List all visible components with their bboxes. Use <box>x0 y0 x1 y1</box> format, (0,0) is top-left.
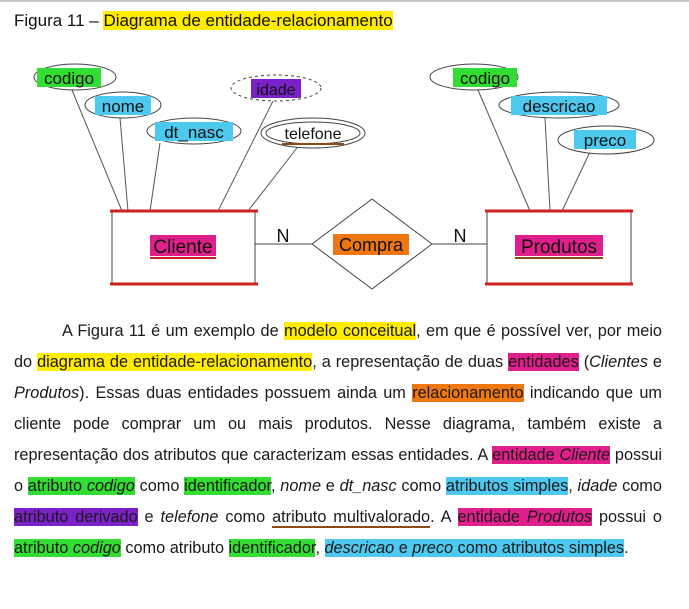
italic-dt-nasc: dt_nasc <box>339 477 397 495</box>
italic-telefone: telefone <box>160 508 219 526</box>
text-run: A Figura 11 é um exemplo de <box>62 322 285 340</box>
text-run: e <box>647 353 662 371</box>
highlight-atributo-codigo-cliente: atributo codigo <box>27 477 135 495</box>
entity-cliente-label: Cliente <box>153 237 212 258</box>
italic-produtos-2: Produtos <box>526 508 593 526</box>
attr-produtos-codigo-label: codigo <box>460 69 510 88</box>
italic-codigo-2: codigo <box>72 539 121 557</box>
italic-codigo: codigo <box>86 477 135 495</box>
text-run: atributo <box>14 539 73 557</box>
attr-cliente-nome: nome <box>84 91 162 119</box>
attr-cliente-nome-label: nome <box>102 97 145 116</box>
text-run: como atributos simples <box>453 539 625 557</box>
italic-idade: idade <box>577 477 618 495</box>
attr-produtos-descricao-label: descricao <box>523 97 596 116</box>
underline-atributo-multivalorado: atributo multivalorado <box>272 508 431 528</box>
italic-descricao: descricao <box>324 539 395 557</box>
attr-cliente-idade: idade <box>230 74 322 102</box>
relationship-compra: Compra <box>311 198 433 290</box>
text-run: como atributo <box>120 539 229 557</box>
text-run: possui o <box>592 508 662 526</box>
highlight-identificador-cliente: identificador <box>184 477 272 495</box>
text-run: . A <box>430 508 458 526</box>
attr-cliente-codigo: codigo <box>33 63 117 91</box>
highlight-entidade-produtos: entidade Produtos <box>457 508 593 526</box>
italic-preco: preco <box>412 539 454 557</box>
body-paragraph: A Figura 11 é um exemplo de modelo conce… <box>14 316 662 564</box>
highlight-diagrama-er: diagrama de entidade-relacionamento <box>37 353 313 371</box>
caption-title: Diagrama de entidade-relacionamento <box>103 11 393 30</box>
top-border-line <box>0 0 689 2</box>
italic-cliente: Cliente <box>559 446 611 464</box>
text-run: . <box>624 539 629 557</box>
text-run: como <box>396 477 446 495</box>
text-run: como <box>218 508 273 526</box>
attr-produtos-codigo: codigo <box>429 63 519 91</box>
text-run: , <box>315 539 325 557</box>
er-diagram: Cliente Produtos Compra N N codigo nome … <box>33 63 655 290</box>
text-run: como <box>134 477 185 495</box>
text-run: , <box>568 477 578 495</box>
text-run: entidade <box>492 446 560 464</box>
attr-cliente-idade-label: idade <box>256 82 295 99</box>
highlight-atributo-codigo-produtos: atributo codigo <box>14 539 121 557</box>
highlight-identificador-produtos: identificador <box>228 539 316 557</box>
entity-produtos-label: Produtos <box>521 237 597 258</box>
text-run: e <box>321 477 340 495</box>
text-run: entidade <box>457 508 527 526</box>
entity-produtos: Produtos <box>485 209 633 286</box>
text-run: possui o <box>14 446 662 495</box>
italic-clientes: Clientes <box>589 353 648 371</box>
italic-produtos: Produtos <box>14 384 80 402</box>
text-run: e <box>394 539 413 557</box>
relationship-compra-label: Compra <box>339 235 404 255</box>
attr-produtos-preco: preco <box>557 125 655 155</box>
cliente-attribute-lines <box>71 89 301 212</box>
italic-nome: nome <box>280 477 322 495</box>
highlight-atributo-derivado: atributo derivado <box>14 508 138 526</box>
attr-cliente-telefone-label: telefone <box>285 126 342 143</box>
text-run: indicando que um cliente pode comprar um… <box>14 384 662 464</box>
highlight-descricao-preco: descricao e preco como atributos simples <box>324 539 625 557</box>
attr-produtos-preco-label: preco <box>584 131 627 150</box>
highlight-entidade-cliente: entidade Cliente <box>492 446 611 464</box>
text-run: ( <box>578 353 590 371</box>
cardinality-right: N <box>454 226 467 246</box>
attr-cliente-dtnasc-label: dt_nasc <box>164 123 224 142</box>
attr-cliente-codigo-label: codigo <box>44 69 94 88</box>
attr-cliente-dtnasc: dt_nasc <box>146 117 242 145</box>
text-run: , <box>271 477 281 495</box>
text-run: como <box>617 477 662 495</box>
highlight-relacionamento: relacionamento <box>412 384 524 402</box>
text-run: , em que é possível ver, por meio do <box>14 322 662 371</box>
highlight-entidades: entidades <box>508 353 579 371</box>
produtos-attribute-lines <box>477 89 591 212</box>
text-run: e <box>137 508 161 526</box>
highlight-atributos-simples: atributos simples <box>445 477 569 495</box>
cardinality-left: N <box>277 226 290 246</box>
attr-cliente-telefone: telefone <box>260 117 366 149</box>
text-run: atributo <box>27 477 87 495</box>
text-run: , a representação de duas <box>312 353 509 371</box>
figure-caption: Figura 11 – Diagrama de entidade-relacio… <box>14 11 393 31</box>
entity-cliente: Cliente <box>110 209 258 286</box>
caption-prefix: Figura 11 – <box>14 11 104 30</box>
attr-produtos-descricao: descricao <box>498 91 620 119</box>
highlight-modelo-conceitual: modelo conceitual <box>284 322 417 340</box>
text-run: ). Essas duas entidades possuem ainda um <box>79 384 413 402</box>
